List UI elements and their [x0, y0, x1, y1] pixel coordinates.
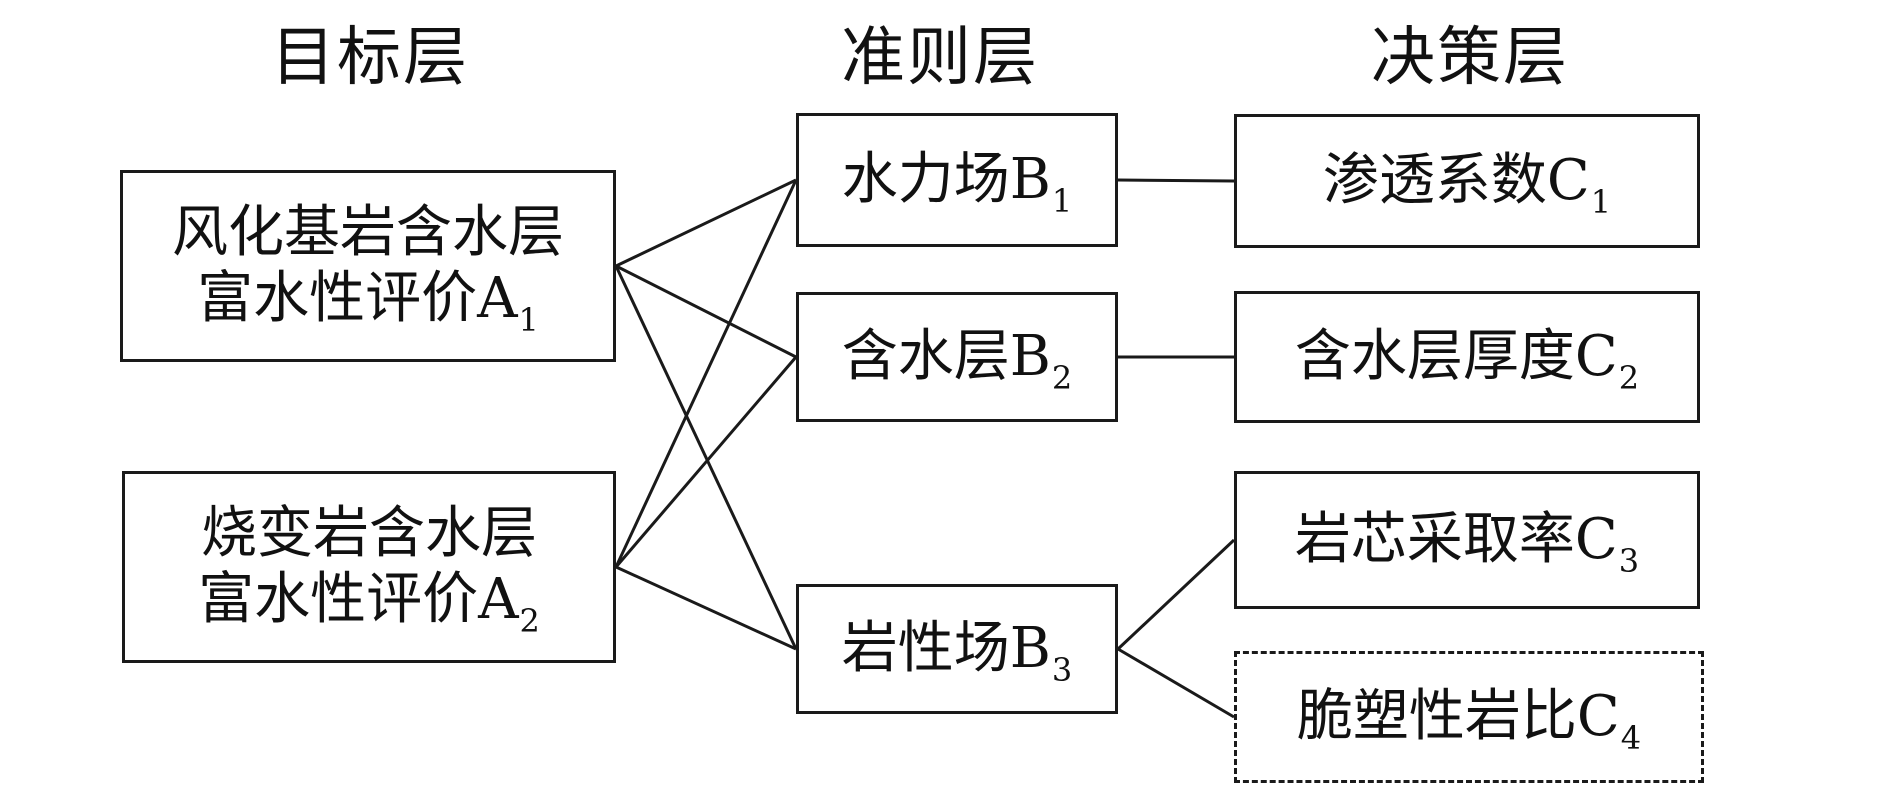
- edge-b1-c1: [1117, 178, 1235, 183]
- edge-a1-b1: [615, 178, 797, 268]
- edge-a1-b2: [615, 264, 797, 359]
- edge-a2-b2: [614, 356, 798, 568]
- goal-node-a2-line2: 富水性评价A2: [198, 567, 540, 640]
- edge-b3-c4: [1117, 647, 1235, 719]
- criteria-node-b2: 含水层B2: [796, 292, 1118, 422]
- decision-node-c2: 含水层厚度C2: [1234, 291, 1700, 423]
- goal-node-a1-line1: 风化基岩含水层: [172, 200, 564, 265]
- header-goal-layer: 目标层: [271, 21, 469, 95]
- goal-node-a1: 风化基岩含水层 富水性评价A1: [120, 170, 616, 362]
- edge-b3-c3: [1116, 538, 1236, 651]
- decision-node-c1: 渗透系数C1: [1234, 114, 1700, 248]
- edge-a1-b3: [614, 265, 798, 650]
- header-criteria-layer: 准则层: [841, 21, 1039, 95]
- decision-node-c3: 岩芯采取率C3: [1234, 471, 1700, 609]
- goal-node-a1-line2: 富水性评价A1: [197, 266, 539, 339]
- goal-node-a2: 烧变岩含水层 富水性评价A2: [122, 471, 616, 663]
- goal-node-a2-line1: 烧变岩含水层: [201, 501, 537, 566]
- criteria-node-b3: 岩性场B3: [796, 584, 1118, 714]
- edge-a2-b1: [614, 179, 798, 568]
- decision-node-c4: 脆塑性岩比C4: [1234, 651, 1704, 783]
- edge-a2-b3: [615, 565, 797, 651]
- header-decision-layer: 决策层: [1371, 21, 1569, 95]
- criteria-node-b1: 水力场B1: [796, 113, 1118, 247]
